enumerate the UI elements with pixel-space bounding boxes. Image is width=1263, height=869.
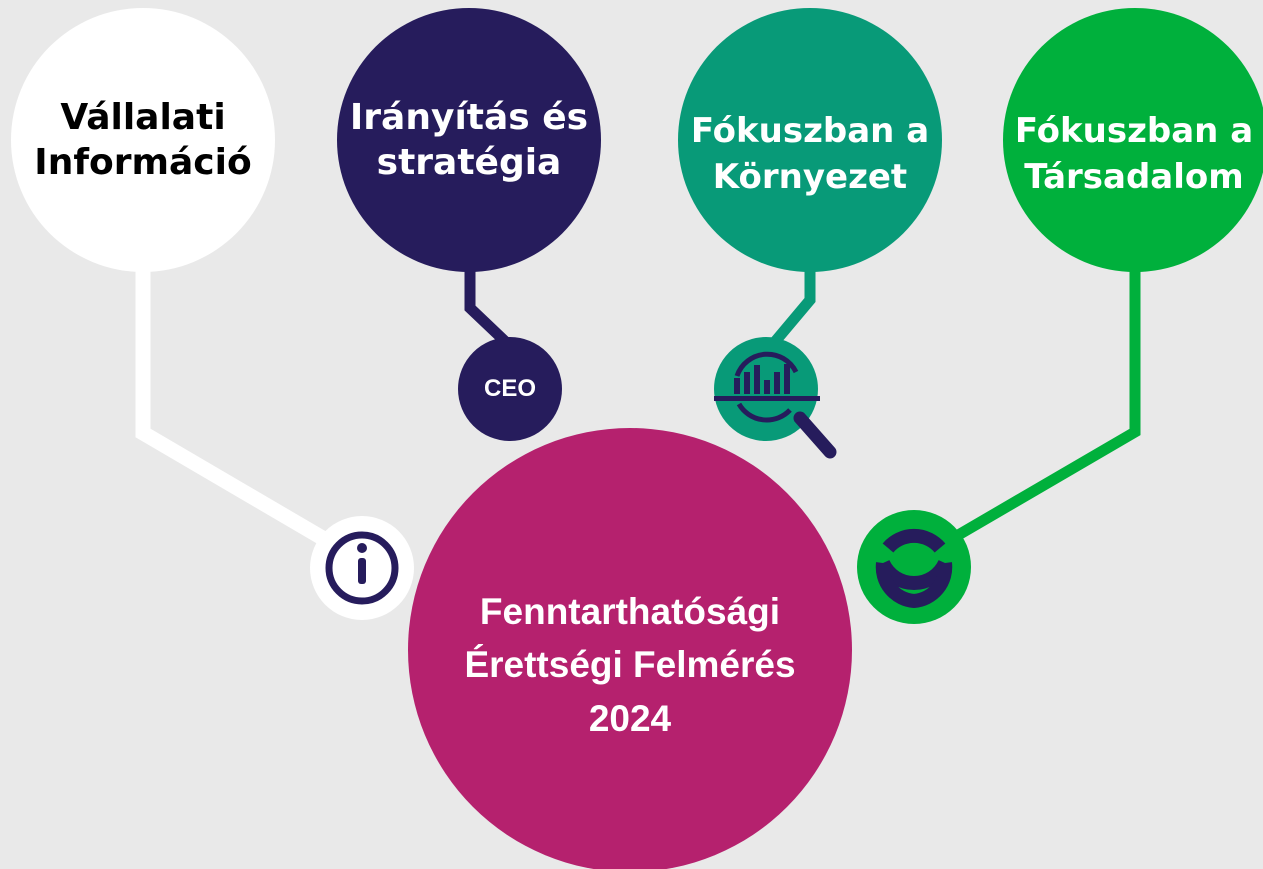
ring-icon	[857, 510, 971, 624]
connector-line-tarsadalom	[909, 260, 1141, 567]
topic-label-kornyezet: Fókuszban a Környezet	[690, 111, 930, 197]
chart-magnifier-icon	[714, 337, 837, 459]
center-circle[interactable]	[408, 428, 852, 869]
ceo-badge-text: CEO	[483, 375, 536, 402]
connector-line-kornyezet	[763, 260, 816, 354]
connector-line-vallalati	[135, 260, 364, 567]
topic-circle-tarsadalom[interactable]	[1003, 8, 1263, 272]
topic-circle-kornyezet[interactable]	[678, 8, 942, 272]
center-title: Fenntarthatósági Érettségi Felmérés 2024	[464, 590, 796, 739]
info-icon	[310, 516, 414, 620]
topic-label-iranyitas: Irányítás és stratégia	[349, 97, 589, 183]
topic-label-tarsadalom: Fókuszban a Társadalom	[1014, 111, 1254, 197]
topic-label-vallalati: Vállalati Információ	[34, 97, 252, 183]
topic-circle-vallalati[interactable]	[11, 8, 275, 272]
ceo-badge-icon	[458, 337, 562, 441]
topic-circle-iranyitas[interactable]	[337, 8, 601, 272]
